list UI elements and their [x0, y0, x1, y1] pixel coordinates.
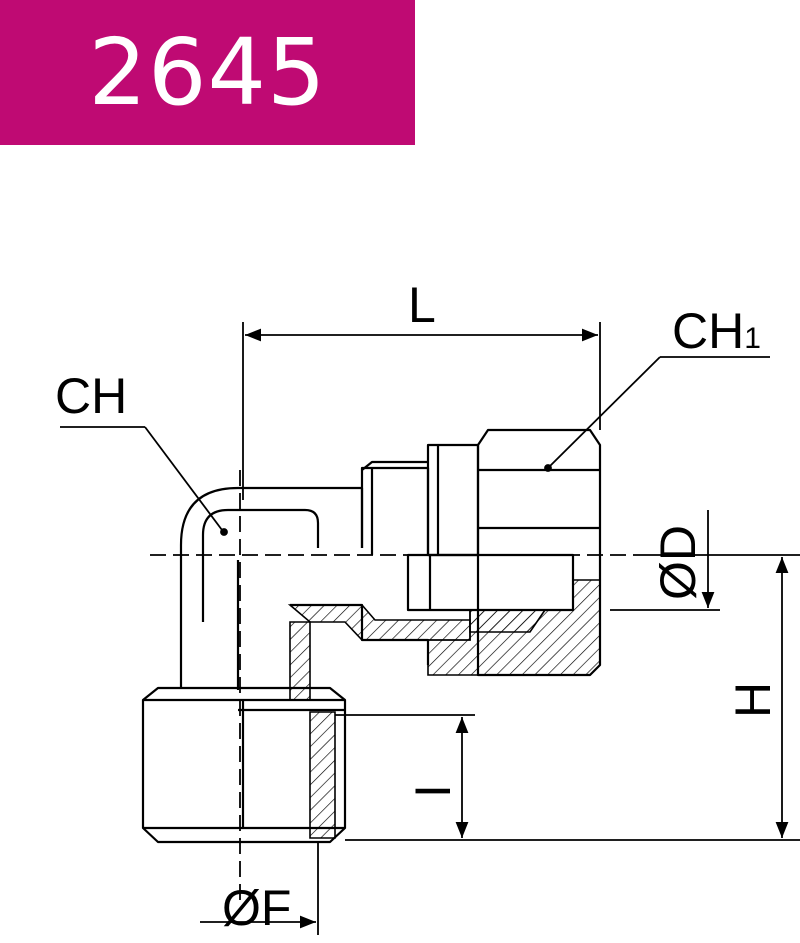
- label-H: H: [725, 682, 781, 718]
- leader-CH1: [549, 356, 661, 467]
- product-code-banner: 2645: [0, 0, 415, 145]
- leader-CH: [144, 426, 223, 531]
- label-CH: CH: [55, 368, 127, 424]
- collar: [426, 443, 480, 557]
- label-CH1: CH1: [672, 303, 761, 359]
- section-hatch-cone: [469, 609, 547, 633]
- elbow-body-outline: [179, 486, 364, 688]
- label-I: I: [405, 784, 461, 798]
- tube-insert: [406, 553, 575, 612]
- label-L: L: [408, 277, 436, 333]
- label-F: ØF: [222, 880, 291, 936]
- product-code: 2645: [88, 19, 327, 126]
- label-D: ØD: [650, 525, 706, 600]
- section-hatch-vertical: [289, 621, 311, 701]
- section-hatch-bottom: [309, 711, 336, 839]
- elbow-inner-cavity: [201, 508, 320, 622]
